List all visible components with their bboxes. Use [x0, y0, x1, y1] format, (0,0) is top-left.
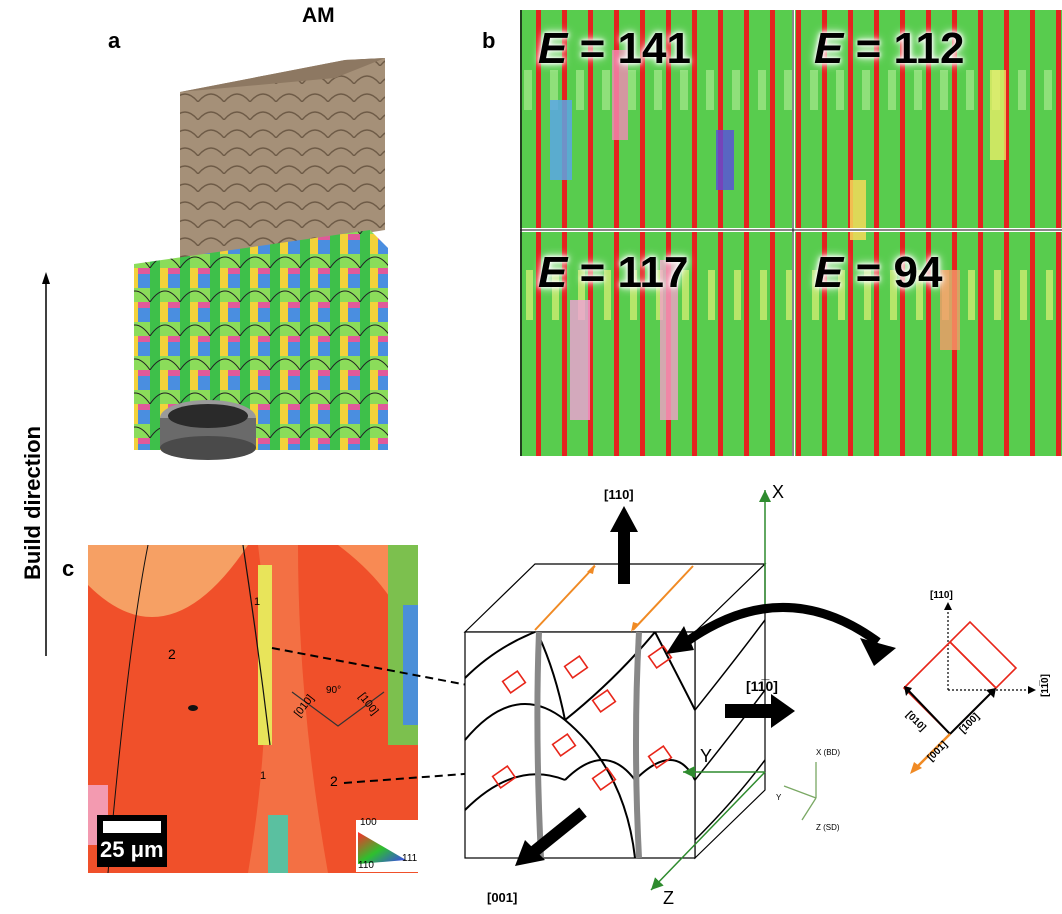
ipf-color-key: [356, 820, 418, 872]
curved-arrow: [666, 603, 896, 666]
arrow-001-label: [001]: [487, 890, 518, 905]
axis-x-label: X: [772, 482, 785, 502]
energy-label-117: E = 117: [538, 248, 689, 298]
build-direction-label: Build direction: [20, 426, 45, 580]
build-direction-arrow: [42, 272, 50, 656]
panel-c-letter: c: [62, 556, 75, 581]
ipf-label-111: 111: [402, 853, 418, 864]
energy-label-112: E = 112: [814, 24, 965, 74]
am-cube-illustration: [134, 58, 388, 460]
energy-symbol: E: [538, 24, 568, 73]
marker-2-label: 2: [330, 773, 338, 789]
ipf-label-100: 100: [360, 817, 377, 828]
ebsd-micrograph-grid: [520, 10, 1062, 456]
energy-value: = 141: [579, 24, 691, 73]
mini-axis-x-label: X (BD): [816, 748, 840, 757]
mini-axes: [783, 762, 817, 821]
ipf-label-110: 110: [358, 860, 374, 871]
scale-bar-label: 25 μm: [100, 837, 164, 862]
uc-1-10-label: [11̅0]: [1039, 674, 1051, 697]
energy-symbol: E: [814, 24, 844, 73]
grain-label-1-bottom: 1: [260, 770, 267, 782]
axis-y-label: Y: [700, 746, 713, 766]
panel-b-letter: b: [482, 28, 496, 53]
melt-pool-schematic: [463, 490, 795, 891]
panel-a-title: AM: [302, 4, 335, 27]
mini-axis-z-label: Z (SD): [816, 823, 840, 832]
grain-label-1-top: 1: [254, 596, 261, 608]
arrow-1-10-label: [11̅0]: [746, 678, 778, 694]
scale-bar-line: [103, 821, 161, 833]
grain-label-2-left: 2: [168, 646, 176, 662]
energy-value: = 94: [855, 248, 943, 297]
scale-bar: 25 μm: [97, 815, 167, 867]
panel-a-letter: a: [108, 28, 121, 53]
uc-110-label: [110]: [930, 590, 953, 601]
orientation-angle-marker: [291, 691, 385, 727]
axis-z-label: Z: [663, 888, 674, 908]
energy-symbol: E: [814, 248, 844, 297]
ebsd-cube: [134, 230, 388, 450]
mini-axis-y-label: Y: [776, 793, 782, 802]
cube-top-face: [180, 58, 385, 262]
energy-label-141: E = 141: [538, 24, 691, 74]
arrow-110-label: [110]: [604, 487, 634, 502]
energy-label-94: E = 94: [814, 248, 942, 298]
energy-value: = 112: [855, 24, 965, 73]
energy-symbol: E: [538, 248, 568, 297]
unit-cell-diagram: [902, 602, 1036, 774]
angle-90-label: 90°: [326, 685, 342, 696]
energy-value: = 117: [579, 248, 689, 297]
